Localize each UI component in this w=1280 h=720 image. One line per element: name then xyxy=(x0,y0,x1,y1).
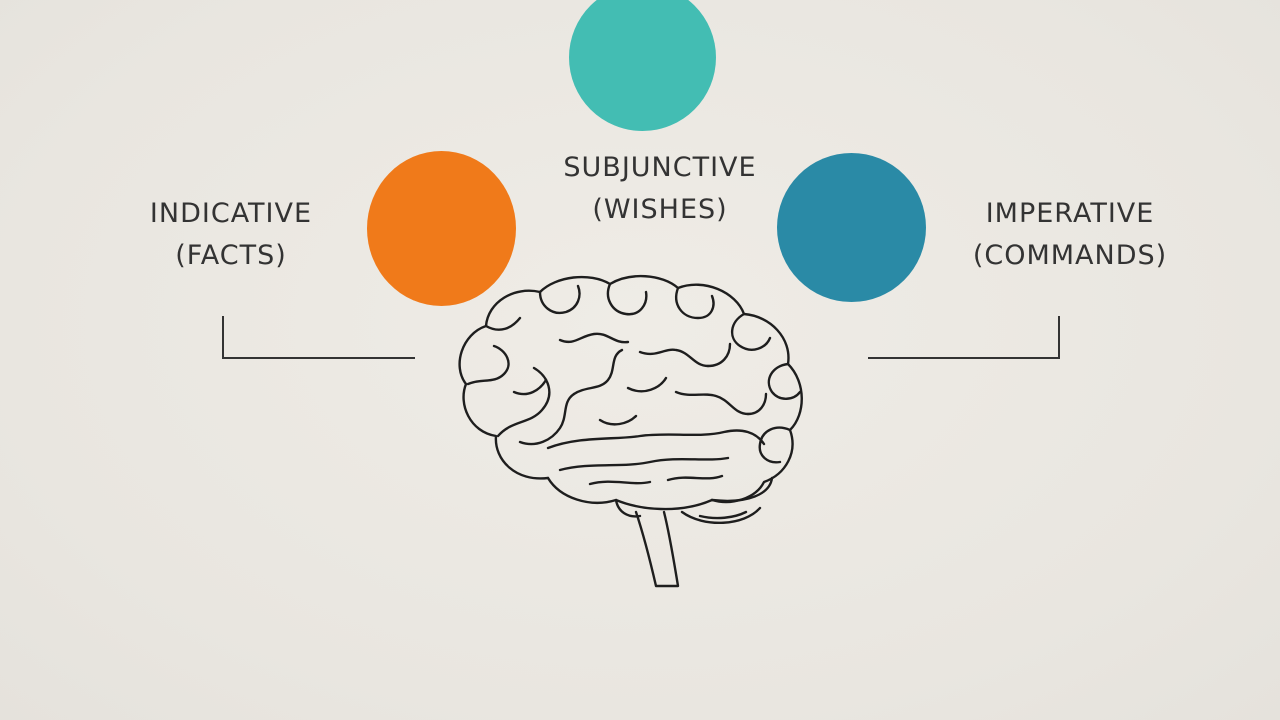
indicative-meaning: (FACTS) xyxy=(175,240,287,271)
subjunctive-meaning: (WISHES) xyxy=(592,194,728,225)
right-bracket-line xyxy=(868,316,1060,359)
imperative-meaning: (COMMANDS) xyxy=(972,240,1168,271)
indicative-name: INDICATIVE xyxy=(149,198,313,229)
left-bracket-line xyxy=(222,316,415,359)
subjunctive-name: SUBJUNCTIVE xyxy=(563,152,757,183)
imperative-label: IMPERATIVE (COMMANDS) xyxy=(945,193,1195,277)
indicative-label: INDICATIVE (FACTS) xyxy=(106,193,356,277)
subjunctive-circle xyxy=(569,0,716,131)
imperative-circle xyxy=(777,153,926,302)
imperative-name: IMPERATIVE xyxy=(985,198,1155,229)
indicative-circle xyxy=(367,151,516,306)
subjunctive-label: SUBJUNCTIVE (WISHES) xyxy=(535,147,785,231)
brain-icon xyxy=(458,274,803,588)
